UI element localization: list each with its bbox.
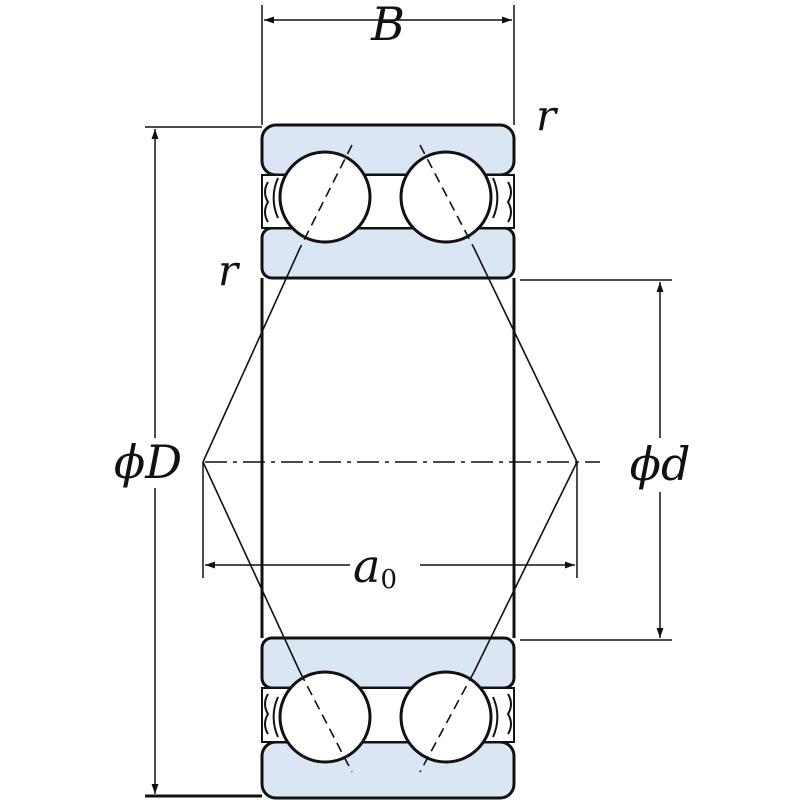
upper-left-ball bbox=[278, 150, 372, 244]
upper-left-cage bbox=[272, 177, 279, 219]
outer-diameter-label: ϕD bbox=[114, 435, 182, 489]
dimension-width bbox=[261, 5, 515, 125]
upper-right-cage bbox=[492, 177, 499, 219]
upper-right-seal bbox=[506, 181, 512, 223]
contact-angle-lines bbox=[202, 144, 578, 773]
lower-section bbox=[260, 636, 516, 800]
pressure-center-label: a0 bbox=[353, 539, 397, 595]
width-label: B bbox=[370, 0, 405, 51]
lower-left-cage bbox=[272, 696, 279, 738]
lower-left-ball bbox=[278, 670, 372, 764]
dimension-outer-diameter bbox=[145, 126, 262, 798]
upper-section bbox=[260, 123, 516, 280]
pressure-center-sub: 0 bbox=[380, 565, 397, 595]
lower-left-seal bbox=[264, 693, 270, 735]
lower-right-seal bbox=[506, 693, 512, 735]
corner-radius-label-side: r bbox=[218, 246, 241, 295]
lower-right-cage bbox=[492, 696, 499, 738]
dimension-bore-diameter bbox=[520, 279, 672, 641]
upper-right-ball bbox=[399, 150, 493, 244]
corner-radius-label-top: r bbox=[536, 91, 559, 140]
upper-left-seal bbox=[264, 181, 270, 223]
lower-right-ball bbox=[399, 670, 493, 764]
dimension-pressure-center bbox=[202, 462, 578, 578]
pressure-center-base: a bbox=[353, 539, 380, 593]
bore-diameter-label: ϕd bbox=[630, 437, 691, 491]
